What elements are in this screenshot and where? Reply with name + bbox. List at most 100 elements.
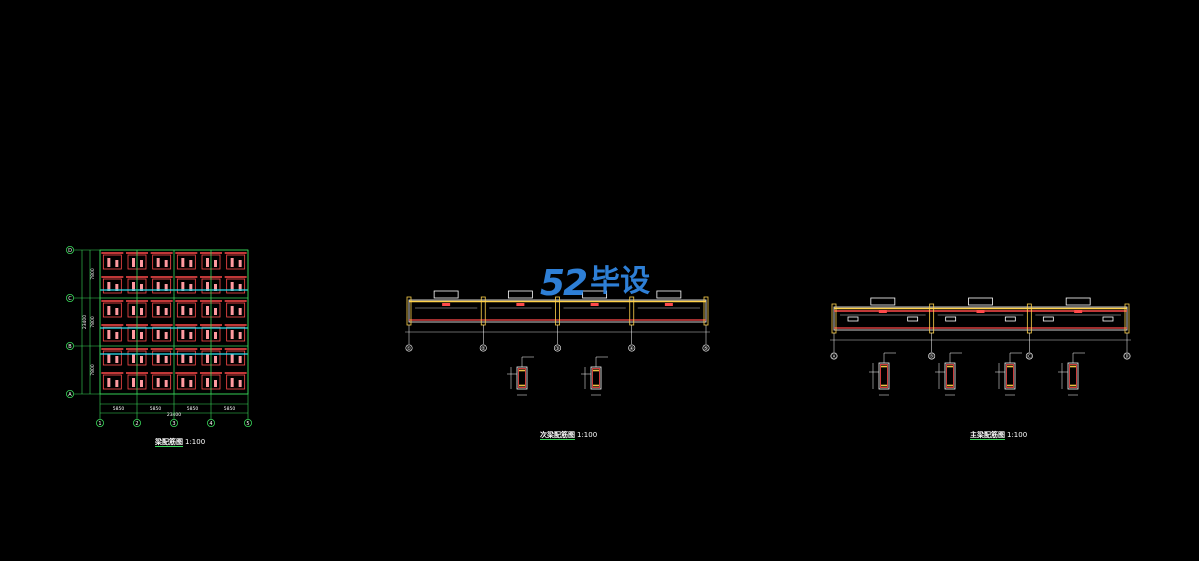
rebar-mark [156,330,160,339]
rebar-mark [206,258,209,267]
rebar-mark [156,282,160,291]
rebar-dot [1070,365,1072,368]
grid-row-bubble-label: B [68,344,72,350]
rebar-label-box [1042,316,1054,322]
rebar-mark [107,306,111,315]
beam-cell [152,254,172,270]
column-dimension: 5850 [150,406,162,412]
rebar-dot [519,369,521,372]
grid-col-bubble-circle [132,418,141,427]
span-dimension-box [582,290,608,299]
beam-cell [176,326,196,342]
rebar-dot [521,384,523,387]
rebar-mark [230,306,234,315]
rebar-dot [881,384,883,387]
axis-bubble-label: Ⓑ [929,353,934,360]
beam-cell [176,254,196,270]
section-stirrup [592,368,600,388]
rebar-mark [189,380,193,387]
beam-cell [226,374,246,390]
rebar-mark [878,310,887,313]
rebar-mark [214,356,217,363]
rebar-mark [214,284,217,291]
rebar-mark [132,282,135,291]
span-dimension-box [656,290,682,299]
rebar-mark [140,356,143,363]
rebar-dot [1009,384,1011,387]
span-dimension-box [433,290,459,299]
plan-title-label: 梁配筋图 [155,438,183,447]
axis-bubble-circle [830,352,838,360]
grid-row-bubble-circle [66,293,75,302]
grid-row-bubble-label: D [68,248,72,254]
beam-cell [102,374,122,390]
rebar-mark [976,310,985,313]
column-dimension: 5850 [113,406,125,412]
beam-cell [176,278,196,294]
rebar-mark [140,284,143,291]
rebar-mark [189,260,193,267]
rebar-dot [1074,384,1076,387]
beam-cell [102,278,122,294]
grid-row-bubble-circle [66,341,75,350]
column-dimension: 5850 [187,406,199,412]
axis-bubble-circle [628,344,636,352]
rebar-mark [189,356,193,363]
beam-cell [226,278,246,294]
rebar-mark [590,303,599,306]
beam-cell [102,350,122,366]
rebar-mark [189,308,193,315]
rebar-mark [115,284,119,291]
rebar-mark [164,356,168,363]
section-stirrup [1069,364,1077,388]
axis-bubble-circle [405,344,413,352]
axis-bubble-label: ⑤ [704,346,708,352]
grid-col-bubble-label: 5 [246,421,249,427]
rebar-dot [521,369,523,372]
axis-bubble-label: ① [407,346,412,352]
rebar-mark [664,303,673,306]
rebar-mark [132,258,135,267]
rebar-mark [238,260,242,267]
beam-cell [176,350,196,366]
plan-scale: 1:100 [185,438,206,446]
rebar-dot [947,384,949,387]
rebar-mark [230,258,234,267]
grid-col-bubble-circle [169,418,178,427]
rebar-dot [949,384,951,387]
rebar-mark [181,258,185,267]
rebar-mark [132,330,135,339]
rebar-mark [140,260,143,267]
axis-bubble-label: ③ [555,346,559,352]
rebar-mark [442,303,451,306]
axis-bubble-label: Ⓓ [1124,353,1129,360]
rebar-dot [885,365,887,368]
rebar-label-box [1004,316,1016,322]
main-beam-scale: 1:100 [1007,431,1028,439]
rebar-dot [523,384,525,387]
section-stirrup [1006,364,1014,388]
span-dimension-box [507,290,533,299]
rebar-dot [523,369,525,372]
rebar-mark [140,308,143,315]
row-dimension: 7800 [90,364,96,376]
beam-cell [152,302,172,318]
beam-cell [152,350,172,366]
rebar-mark [181,306,185,315]
column-dimension: 5850 [224,406,236,412]
rebar-dot [883,384,885,387]
rebar-mark [115,356,119,363]
rebar-mark [181,354,185,363]
grid-col-bubble-label: 1 [98,421,101,427]
rebar-mark [189,332,193,339]
rebar-dot [1011,384,1013,387]
rebar-mark [107,330,111,339]
rebar-dot [1007,365,1009,368]
beam-cell [226,254,246,270]
beam-outline [833,306,1128,331]
